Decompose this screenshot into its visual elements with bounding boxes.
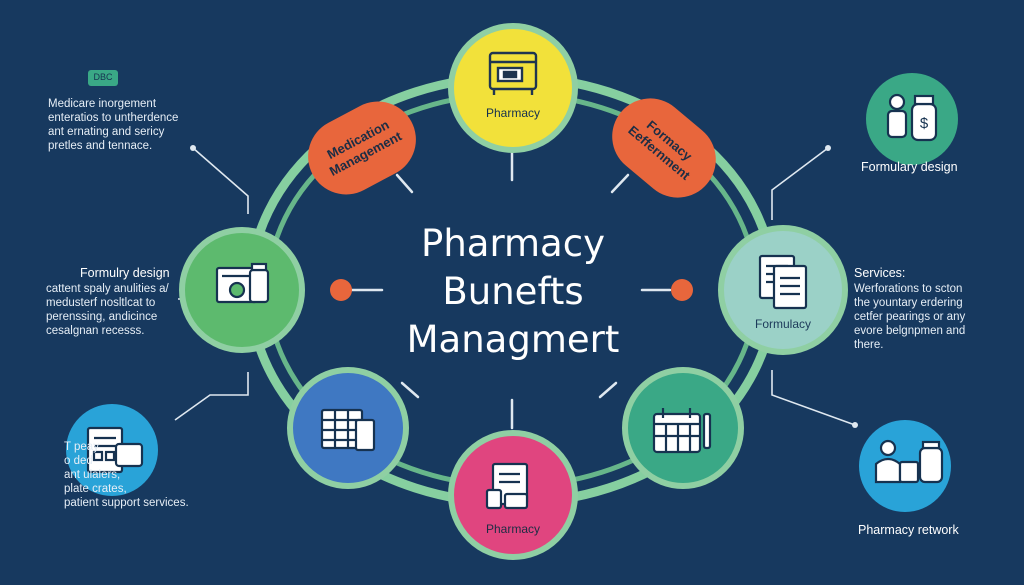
annotation-mid-right-heading: Services: xyxy=(854,266,906,280)
annotation-bottom-left-line: plate crates, xyxy=(64,483,127,495)
annotation-bottom-left-line: patient support services. xyxy=(64,497,189,509)
annotation-bottom-right-label: Pharmacy retwork xyxy=(858,523,959,537)
title-line-2: Bunefts xyxy=(442,270,584,313)
node-bottom-label: Pharmacy xyxy=(485,522,541,536)
annotation-mid-left-line: cesalgnan recesss. xyxy=(46,325,145,337)
badge-icon xyxy=(88,70,118,86)
pill-bottle-person-icon: $ xyxy=(886,93,938,142)
node-top-label: Pharmacy xyxy=(485,106,541,120)
annotation-bottom-left-line: o ded xyxy=(64,455,93,467)
annotation-mid-right: Werforations to scton the yountary erder… xyxy=(854,282,965,352)
connector-bottom-right xyxy=(771,370,856,426)
node-medication-management xyxy=(308,101,416,195)
prescription-document-icon xyxy=(86,426,144,474)
title-line-3: Managmert xyxy=(406,318,620,361)
connector-top-right xyxy=(771,147,829,220)
pointer-bottom-left xyxy=(400,381,420,399)
title-line-1: Pharmacy xyxy=(421,222,605,265)
annotation-top-left-line: pretles and tennace. xyxy=(48,140,153,152)
pharmacy-machine-icon xyxy=(488,51,538,95)
connector-top-left xyxy=(192,147,249,214)
annotation-top-left-line: Medicare inorgement xyxy=(48,98,157,110)
annotation-mid-right-line: evore belgnpmen and xyxy=(854,325,966,337)
connector-dot xyxy=(825,145,831,151)
calendar-icon xyxy=(652,408,712,454)
annotation-mid-left-heading: Formulry design xyxy=(80,266,170,280)
document-stack-icon xyxy=(758,254,808,310)
node-right-label: Formulacy xyxy=(754,317,811,331)
spreadsheet-icon xyxy=(320,408,376,452)
connector-bottom-left xyxy=(174,372,249,421)
pharmacy-form-icon xyxy=(485,462,529,510)
badge-label: DBC xyxy=(93,72,113,82)
annotation-bottom-left: T peay o ded ant ulalers, plate crates, … xyxy=(64,440,189,510)
annotation-top-left-line: enteratios to untherdence xyxy=(48,112,179,124)
connector-dot xyxy=(852,422,858,428)
annotation-mid-left-line: medusterf nosltlcat to xyxy=(46,297,156,309)
annotation-top-left: Medicare inorgement enteratios to unther… xyxy=(48,97,178,153)
diagram-title: Pharmacy Bunefts Managmert xyxy=(398,220,628,364)
svg-text:$: $ xyxy=(920,115,929,132)
annotation-mid-left-line: cattent spaly anulities a/ xyxy=(46,283,169,295)
pharmacist-icon xyxy=(874,439,944,484)
annotation-mid-right-line: the yountary erdering xyxy=(854,297,963,309)
pointer-bottom-right xyxy=(598,381,618,399)
annotation-top-right-label: Formulary design xyxy=(861,160,958,174)
annotation-mid-left-line: perenssing, andicince xyxy=(46,311,158,323)
node-formacy-eeffernment xyxy=(612,98,716,198)
marker-right-dot xyxy=(671,279,693,301)
connector-dot xyxy=(190,145,196,151)
marker-left-dot xyxy=(330,279,352,301)
annotation-mid-right-line: there. xyxy=(854,339,884,351)
pointer-top-right xyxy=(610,173,630,194)
annotation-top-left-line: ant ernating and sericy xyxy=(48,126,165,138)
annotation-mid-right-line: cetfer pearings or any xyxy=(854,311,966,323)
pointer-top-left xyxy=(395,173,414,194)
annotation-mid-left: cattent spaly anulities a/ medusterf nos… xyxy=(46,282,169,338)
annotation-bottom-left-line: T peay xyxy=(64,441,99,453)
annotation-mid-right-line: Werforations to scton xyxy=(854,283,963,295)
annotation-bottom-left-line: ant ulalers, xyxy=(64,469,121,481)
document-bottle-icon xyxy=(215,262,270,304)
